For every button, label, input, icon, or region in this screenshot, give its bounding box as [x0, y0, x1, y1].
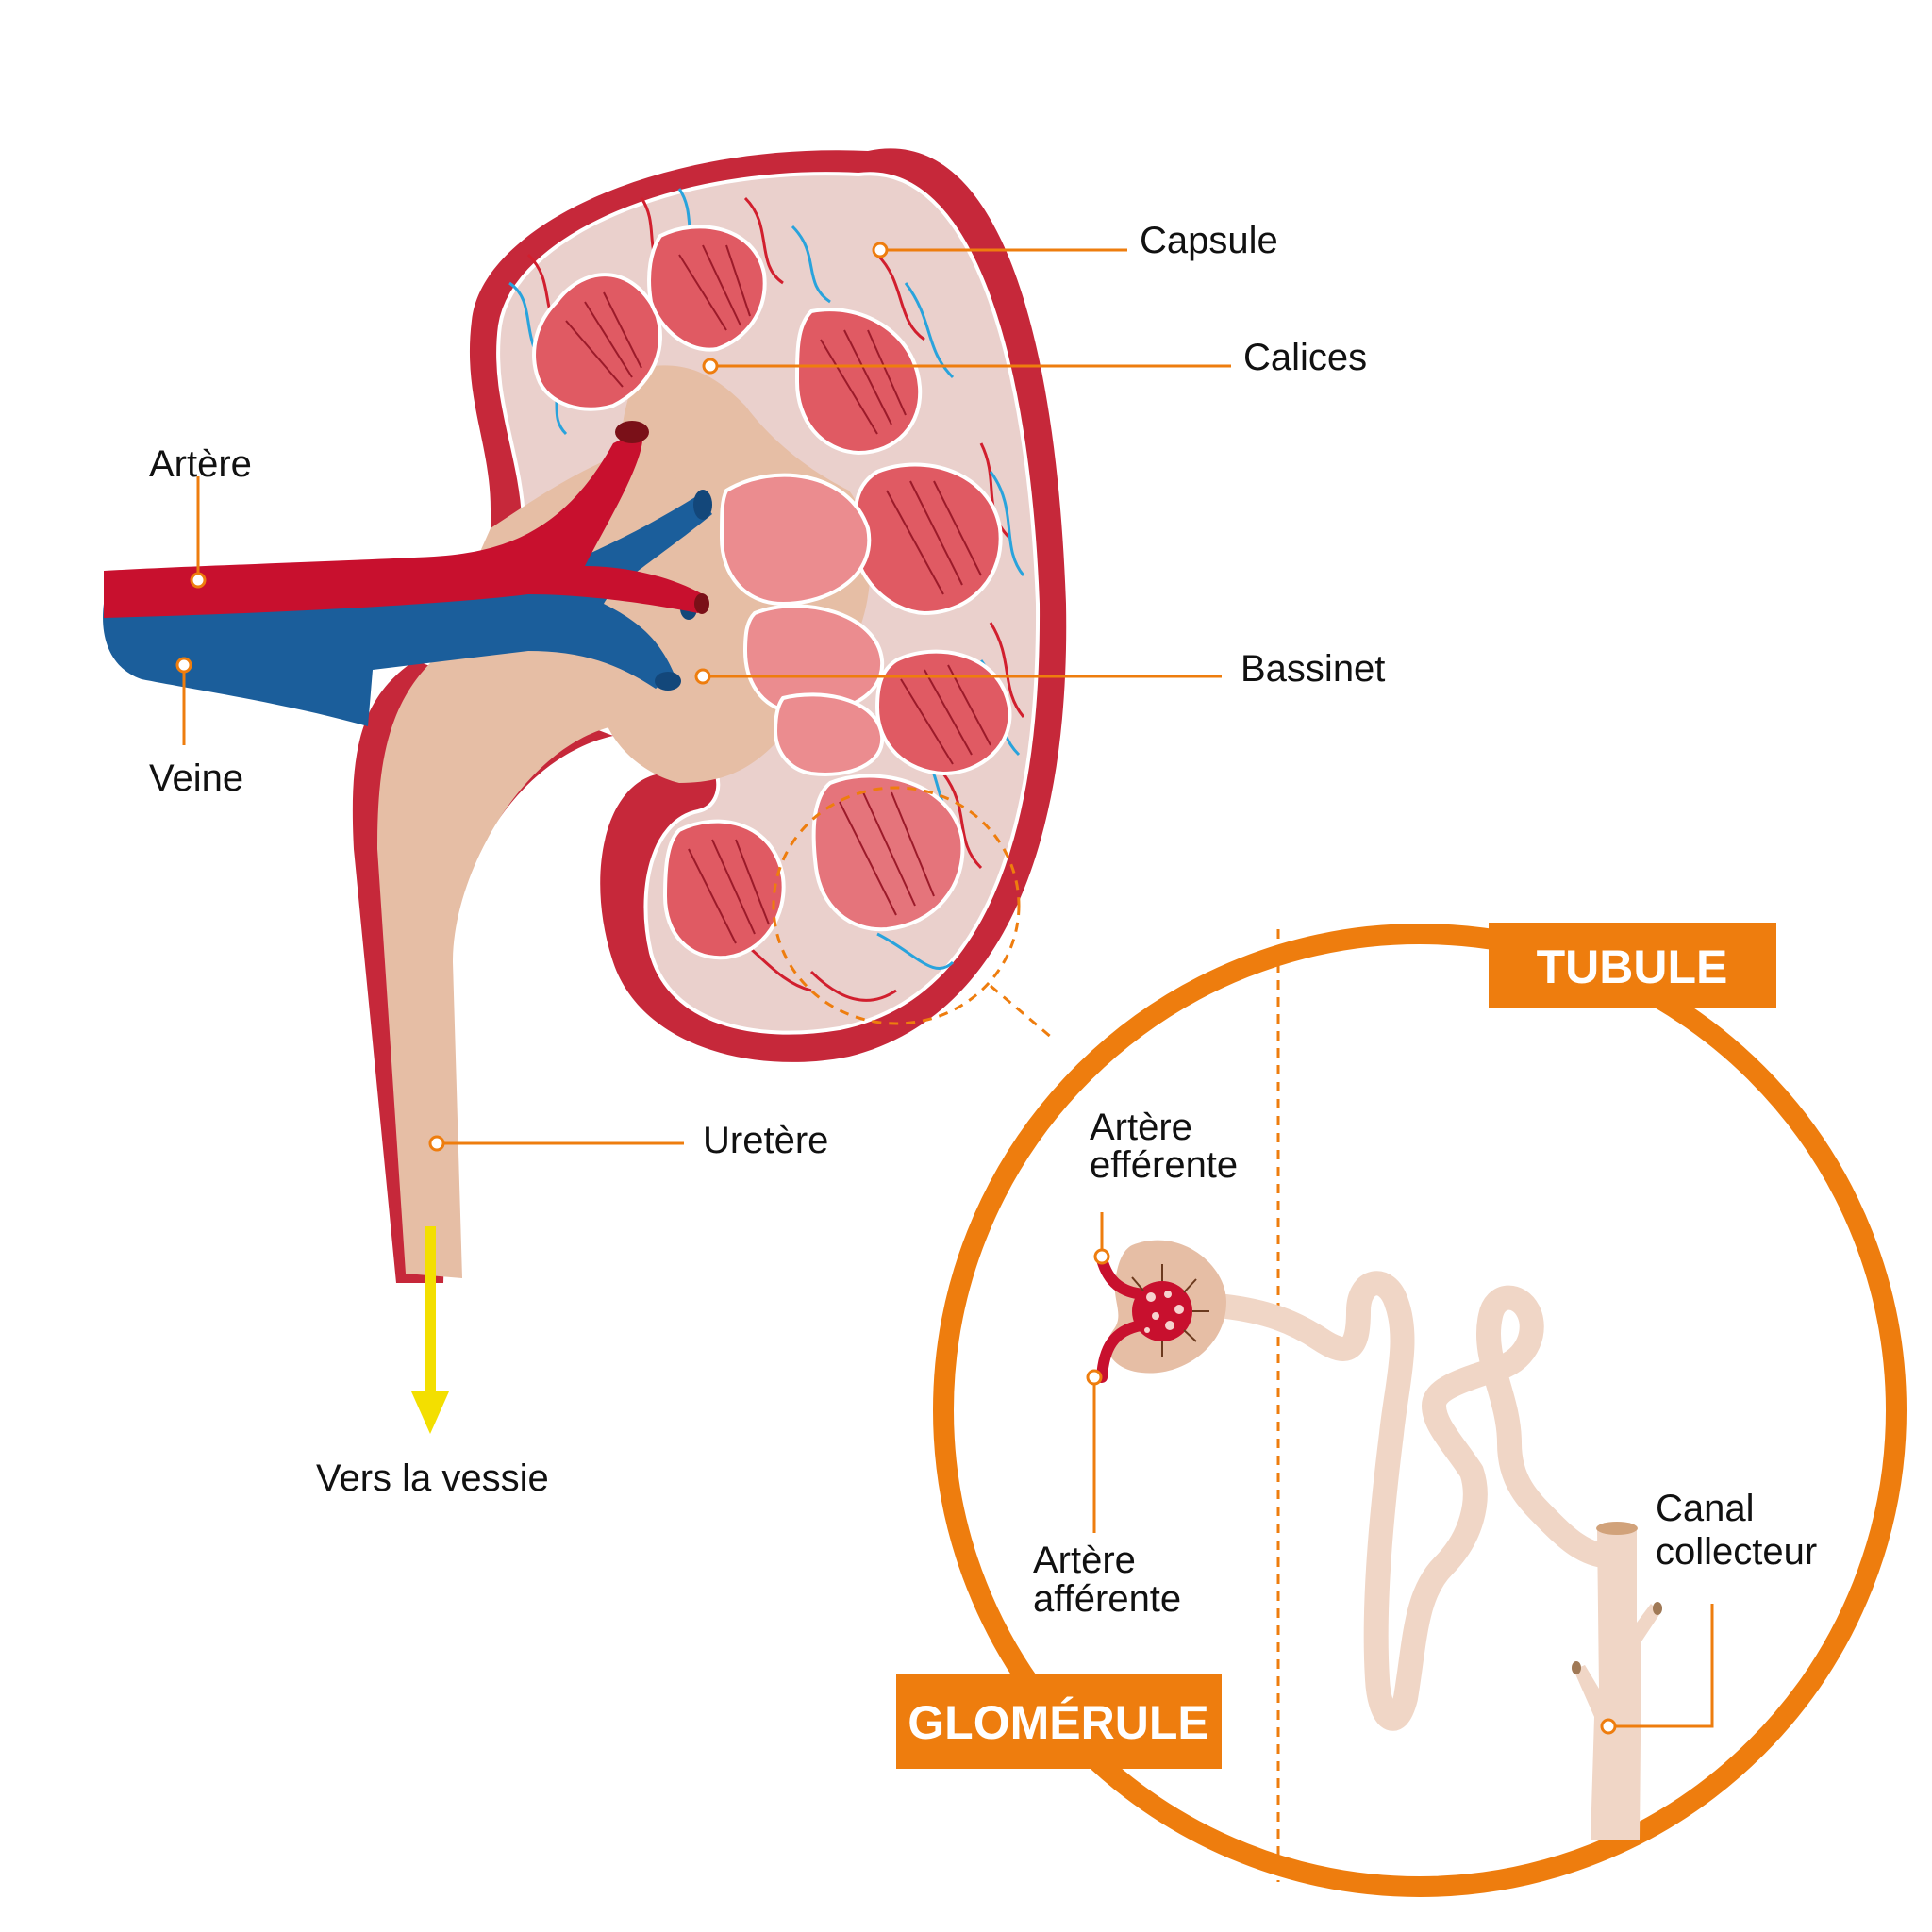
urine-arrow	[411, 1226, 449, 1434]
ureter	[377, 651, 651, 1278]
glomerulus	[1096, 1240, 1226, 1383]
collecting-duct	[1572, 1522, 1662, 1840]
pyramid	[662, 819, 786, 960]
nephron-leaders	[1092, 1212, 1714, 1728]
efferent-arteriole	[1096, 1254, 1149, 1300]
label-canal-line2: collecteur	[1656, 1531, 1817, 1573]
vein-opening	[693, 490, 712, 520]
calyx-cup	[719, 473, 872, 607]
renal-vein	[103, 495, 713, 726]
label-calices: Calices	[1243, 337, 1367, 378]
afferent-arteriole	[1096, 1320, 1147, 1383]
label-artere-efferente-line2: efférente	[1090, 1144, 1238, 1186]
label-vers-la-vessie: Vers la vessie	[316, 1457, 549, 1499]
capillary-holes	[1144, 1291, 1184, 1333]
badge-glomerule: GLOMÉRULE	[896, 1674, 1222, 1769]
label-canal-line1: Canal	[1656, 1488, 1755, 1529]
renal-tubule	[1214, 1271, 1625, 1731]
nephron-leader-dots	[1086, 1248, 1617, 1735]
zoom-circle	[933, 924, 1907, 1897]
label-artere-afferente-line2: afférente	[1033, 1578, 1181, 1620]
label-artere-afferente-line1: Artère	[1033, 1540, 1136, 1581]
pyramid	[874, 649, 1012, 776]
leaders	[182, 248, 1231, 1145]
label-uretere: Uretère	[703, 1120, 828, 1161]
pyramid	[532, 273, 662, 411]
badge-tubule-text: TUBULE	[1537, 941, 1728, 993]
pyramid	[647, 225, 767, 352]
badge-glomerule-text: GLOMÉRULE	[908, 1696, 1208, 1749]
artery-opening	[615, 421, 649, 443]
badge-tubule: TUBULE	[1489, 923, 1776, 1008]
nephron-zoom: Artère efférente Artère afférente Canal …	[896, 923, 1907, 1897]
artery-opening	[694, 593, 709, 614]
vein-opening	[655, 672, 681, 691]
pyramid	[811, 774, 965, 932]
label-capsule: Capsule	[1140, 220, 1278, 261]
label-veine: Veine	[149, 758, 243, 799]
label-artere: Artère	[149, 443, 252, 485]
pyramid-striations	[565, 244, 991, 944]
label-bassinet: Bassinet	[1241, 648, 1385, 690]
pyramid	[851, 462, 1003, 616]
filtration-arrows	[1131, 1264, 1209, 1357]
kidney	[103, 148, 1067, 1283]
label-artere-efferente-line1: Artère	[1090, 1107, 1192, 1148]
zoom-indicator	[772, 786, 1053, 1040]
calyx-cup	[773, 692, 885, 776]
pyramids	[532, 225, 1012, 960]
renal-artery	[104, 429, 703, 618]
leader-dots	[175, 242, 889, 1152]
